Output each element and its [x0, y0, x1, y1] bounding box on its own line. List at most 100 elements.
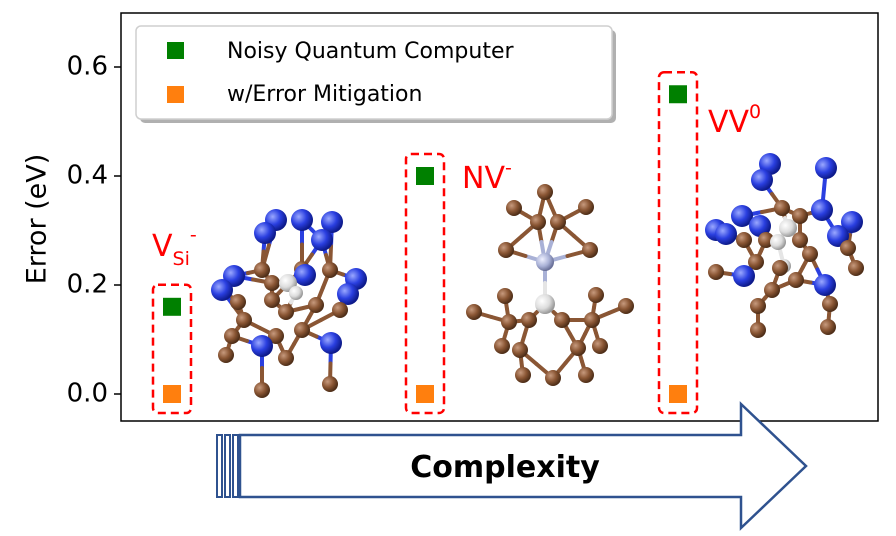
nv-defect-structure-illustration [466, 184, 634, 386]
carbon-atom-icon [750, 322, 766, 338]
carbon-atom-icon [537, 184, 553, 200]
arrow-tail-stripe-2 [224, 434, 231, 498]
silicon-atom-icon [715, 223, 737, 245]
carbon-atom-icon [512, 342, 528, 358]
carbon-atom-icon [792, 232, 808, 248]
legend-label-noisy: Noisy Quantum Computer [227, 39, 515, 64]
carbon-atom-icon [582, 242, 598, 258]
silicon-atom-icon [294, 264, 316, 286]
carbon-atom-icon [592, 338, 608, 354]
defect-label: VV0 [708, 101, 761, 140]
defect-atom-icon [289, 286, 303, 300]
silicon-atom-icon [254, 222, 276, 244]
carbon-atom-icon [278, 350, 294, 366]
carbon-atom-icon [294, 322, 310, 338]
data-point [416, 167, 434, 185]
arrow-tail-stripe-3 [232, 434, 239, 498]
y-axis: 0.0 0.2 0.4 0.6 [67, 52, 121, 409]
carbon-atom-icon [578, 367, 594, 383]
carbon-atom-icon [498, 242, 514, 258]
silicon-atom-icon [733, 265, 755, 287]
complexity-arrow: Complexity [216, 401, 808, 531]
carbon-atom-icon [515, 367, 531, 383]
data-point [669, 385, 687, 403]
y-tick-label: 0.6 [67, 52, 108, 82]
y-axis-title: Error (eV) [22, 154, 53, 285]
defect-atom-icon [779, 219, 797, 237]
carbon-atom-icon [554, 312, 570, 328]
carbon-atom-icon [840, 240, 856, 256]
silicon-atom-icon [311, 229, 333, 251]
carbon-atom-icon [264, 292, 280, 308]
carbon-atom-icon [530, 214, 546, 230]
data-points [163, 85, 687, 403]
legend-label-mitigated: w/Error Mitigation [227, 82, 422, 107]
carbon-atom-icon [708, 264, 724, 280]
defect-highlight-box [151, 283, 193, 415]
carbon-atom-icon [822, 296, 838, 312]
carbon-atom-icon [820, 319, 836, 335]
y-tick-label: 0.2 [67, 270, 108, 300]
carbon-atom-icon [308, 297, 324, 313]
carbon-atom-icon [501, 314, 517, 330]
vv-defect-structure-illustration [705, 153, 864, 338]
data-point [669, 85, 687, 104]
defect-atom-icon [535, 294, 555, 314]
legend: Noisy Quantum Computer w/Error Mitigatio… [135, 25, 616, 123]
legend-box [135, 25, 613, 120]
defect-atom-icon [536, 253, 554, 271]
carbon-atom-icon [772, 260, 788, 276]
carbon-atom-icon [230, 294, 246, 310]
legend-marker-mitigated [167, 86, 184, 103]
defect-label: NV- [462, 157, 512, 196]
silicon-atom-icon [251, 335, 273, 357]
plot-frame [120, 12, 879, 422]
silicon-atom-icon [291, 209, 313, 231]
silicon-atom-icon [815, 157, 837, 179]
y-tick-label: 0.0 [67, 379, 108, 409]
carbon-atom-icon [254, 382, 270, 398]
carbon-atom-icon [792, 208, 808, 224]
carbon-atom-icon [218, 347, 234, 363]
silicon-atom-icon [751, 169, 773, 191]
carbon-atom-icon [764, 282, 780, 298]
arrow-label: Complexity [410, 450, 600, 485]
carbon-atom-icon [236, 312, 252, 328]
carbon-atom-icon [848, 260, 864, 276]
carbon-atom-icon [788, 272, 804, 288]
carbon-atom-icon [545, 370, 561, 386]
carbon-atom-icon [748, 254, 764, 270]
silicon-atom-icon [337, 283, 359, 305]
y-tick-label: 0.4 [67, 161, 108, 191]
carbon-atom-icon [278, 304, 294, 320]
carbon-atom-icon [578, 199, 594, 215]
silicon-atom-icon [749, 215, 771, 237]
defect-highlight-box [404, 152, 446, 415]
carbon-atom-icon [506, 200, 522, 216]
carbon-atom-icon [618, 298, 634, 314]
arrow-body [238, 401, 808, 531]
silicon-atom-icon [841, 211, 863, 233]
carbon-atom-icon [494, 338, 510, 354]
carbon-atom-icon [588, 287, 604, 303]
carbon-atom-icon [268, 328, 284, 344]
arrow-tail-stripe-1 [216, 434, 223, 498]
defect-highlight-box [657, 71, 699, 415]
silicon-atom-icon [321, 211, 343, 233]
vsi-defect-structure-illustration [211, 209, 367, 398]
carbon-atom-icon [322, 376, 338, 392]
carbon-atom-icon [750, 298, 766, 314]
carbon-atom-icon [264, 275, 280, 291]
carbon-atom-icon [224, 328, 240, 344]
defect-labels: VSi- NV- VV0 [152, 101, 761, 270]
defect-label: VSi- [152, 224, 197, 270]
data-point [163, 297, 181, 316]
data-point [163, 385, 181, 403]
silicon-atom-icon [731, 205, 753, 227]
carbon-atom-icon [254, 262, 270, 278]
defect-highlight-boxes [151, 71, 699, 415]
carbon-atom-icon [758, 232, 774, 248]
silicon-atom-icon [211, 279, 233, 301]
silicon-atom-icon [814, 274, 836, 296]
carbon-atom-icon [736, 232, 752, 248]
